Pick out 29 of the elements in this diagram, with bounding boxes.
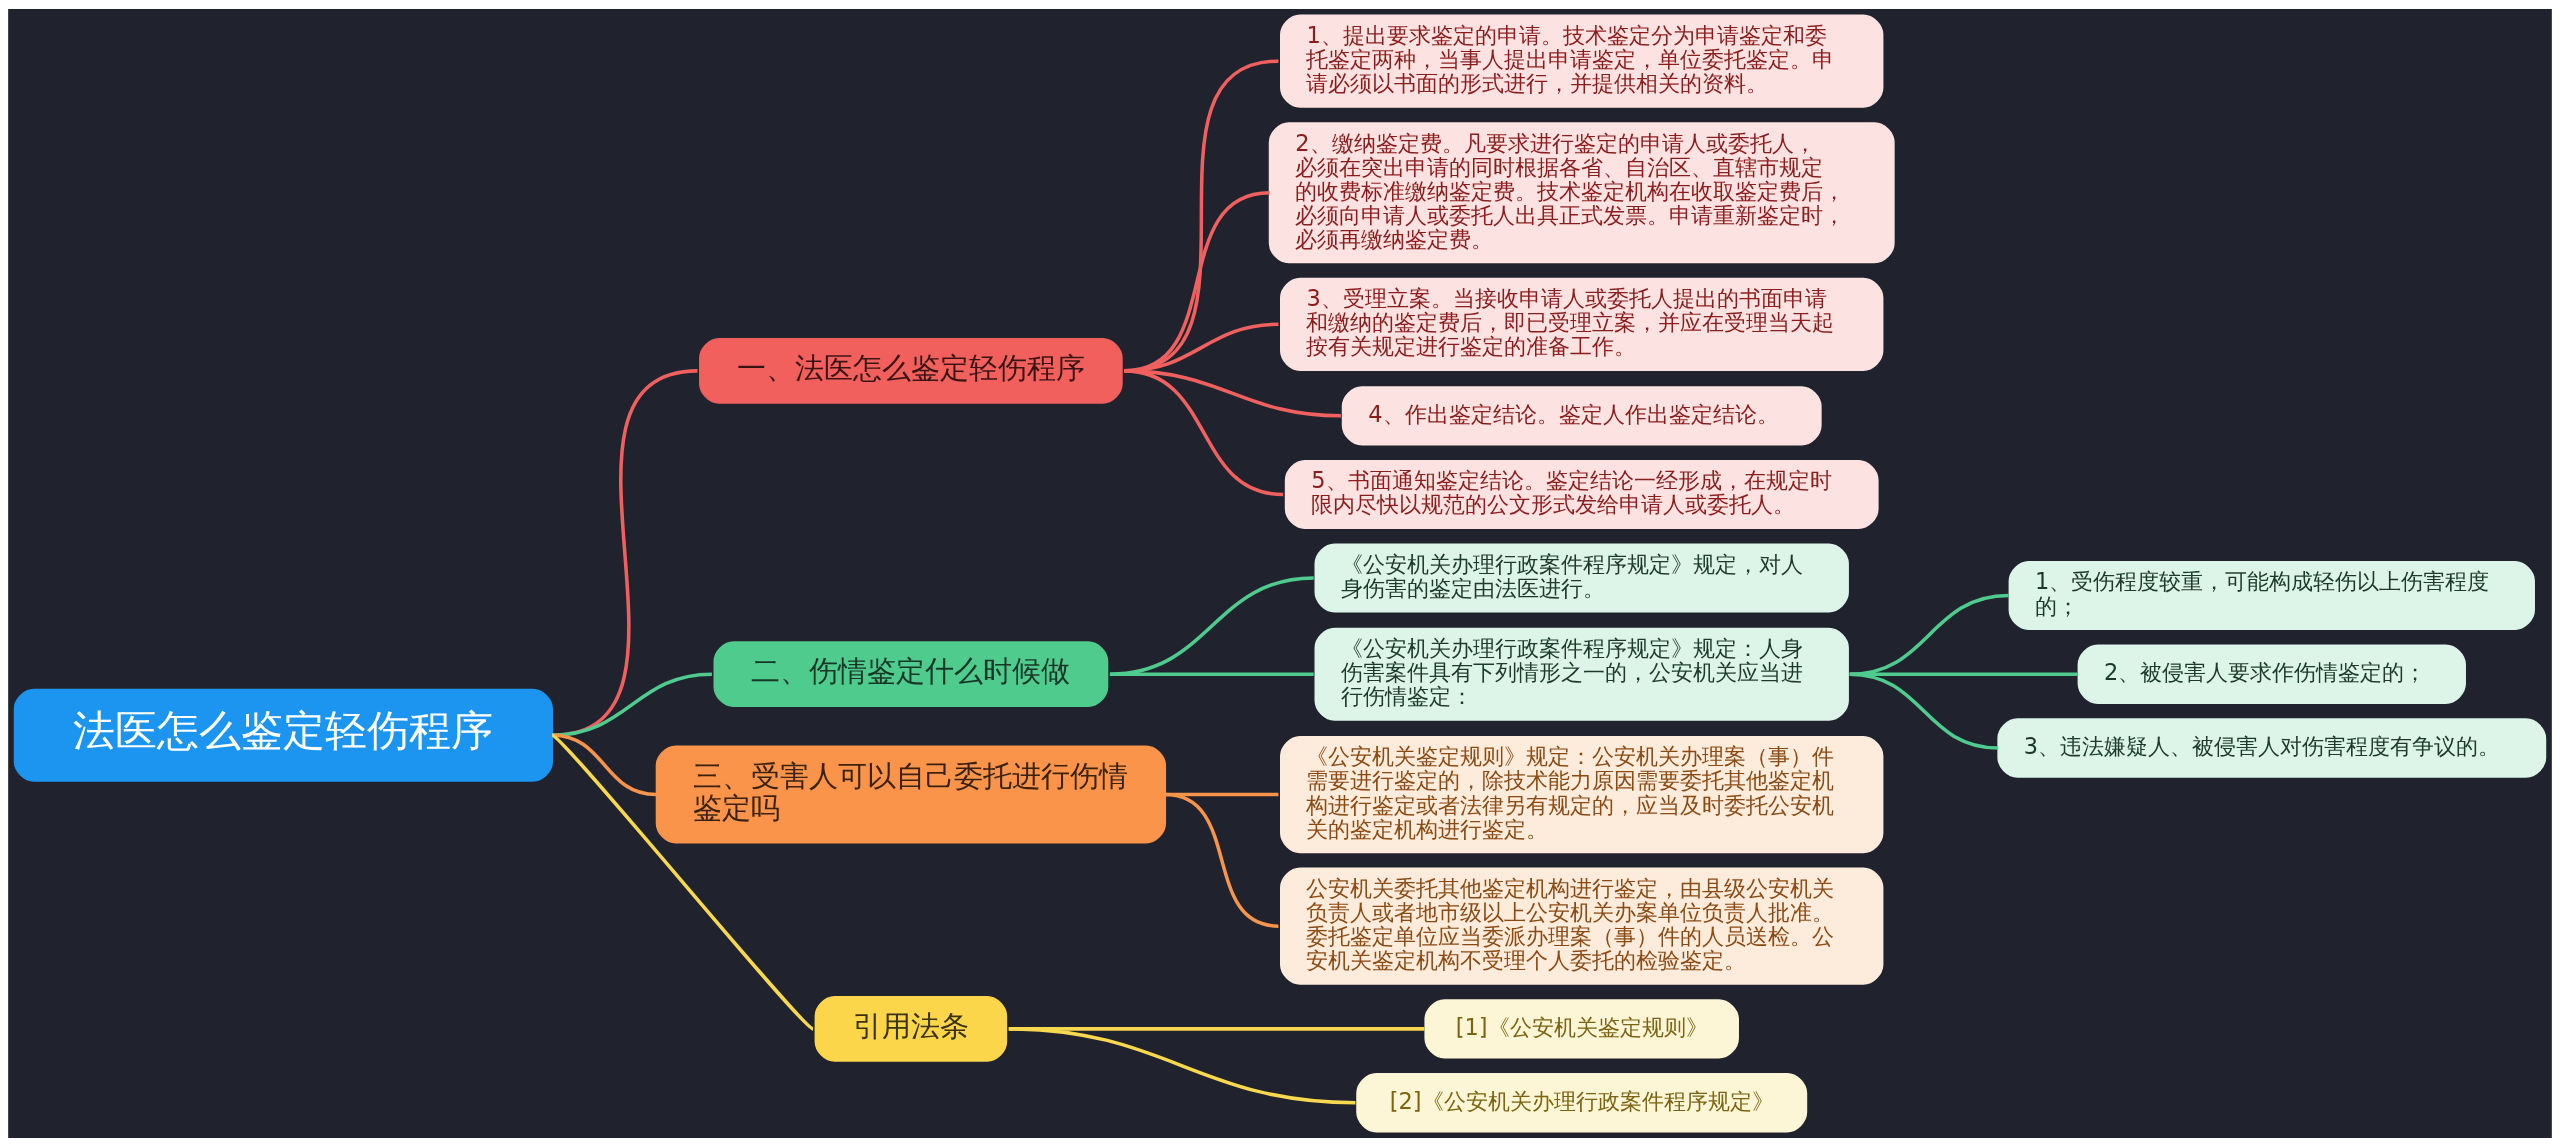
node-box: 《公安机关办理行政案件程序规定》规定：人身伤害案件具有下列情形之一的，公安机关应当进行伤情鉴定： [1314, 627, 1849, 721]
node-box: 二、伤情鉴定什么时候做 [713, 641, 1109, 708]
node-box: 引用法条 [814, 995, 1008, 1062]
connector [1124, 369, 1284, 497]
node-box: 5、书面通知鉴定结论。鉴定结论一经形成，在规定时限内尽快以规范的公文形式发给申请人或委托人。 [1284, 459, 1879, 529]
connector [1008, 1027, 1356, 1105]
connector [1109, 576, 1314, 676]
connector [1849, 672, 2078, 676]
node-box: [2]《公安机关办理行政案件程序规定》 [1356, 1073, 1808, 1133]
connector [1165, 792, 1279, 928]
node-box: 一、法医怎么鉴定轻伤程序 [699, 338, 1123, 404]
node-box: 法医怎么鉴定轻伤程序 [13, 688, 553, 782]
node-box: 《公安机关办理行政案件程序规定》规定，对人身伤害的鉴定由法医进行。 [1314, 543, 1849, 613]
connector [552, 733, 657, 797]
connector [1109, 672, 1314, 676]
node-box: 2、被侵害人要求作伤情鉴定的； [2077, 644, 2466, 704]
node-box: [1]《公安机关鉴定规则》 [1424, 999, 1739, 1059]
node-box: 1、受伤程度较重，可能构成轻伤以上伤害程度的； [2008, 561, 2535, 631]
connector [551, 733, 815, 1031]
node-box: 三、受害人可以自己委托进行伤情鉴定吗 [655, 745, 1167, 844]
node-box: 《公安机关鉴定规则》规定：公安机关办理案（事）件需要进行鉴定的，除技术能力原因需要委托其他鉴定机构进行鉴定或者法律另有规定的，应当及时委托公安机关的鉴定机构进行鉴定。 [1280, 736, 1884, 854]
node-box: 3、违法嫌疑人、被侵害人对伤害程度有争议的。 [1997, 718, 2547, 778]
node-box: 公安机关委托其他鉴定机构进行鉴定，由县级公安机关负责人或者地市级以上公安机关办案单位负责人批准。委托鉴定单位应当委派办理案（事）件的人员送检。公安机关鉴定机构不受理个人委托的检验鉴定。 [1280, 867, 1884, 985]
connector [1849, 672, 1999, 750]
node-box: 2、缴纳鉴定费。凡要求进行鉴定的申请人或委托人，必须在突出申请的同时根据各省、自治区、直辖市规定的收费标准缴纳鉴定费。技术鉴定机构在收取鉴定费后，必须向申请人或委托人出具正式发票。申请重新鉴定时，必须再缴纳鉴定费。 [1268, 122, 1895, 264]
node-box: 1、提出要求鉴定的申请。技术鉴定分为申请鉴定和委托鉴定两种，当事人提出申请鉴定，单位委托鉴定。申请必须以书面的形式进行，并提供相关的资料。 [1280, 14, 1884, 108]
node-box: 3、受理立案。当接收申请人或委托人提出的书面申请和缴纳的鉴定费后，即已受理立案，并应在受理当天起按有关规定进行鉴定的准备工作。 [1280, 277, 1884, 371]
connector [552, 672, 712, 737]
node-box: 4、作出鉴定结论。鉴定人作出鉴定结论。 [1341, 386, 1822, 446]
